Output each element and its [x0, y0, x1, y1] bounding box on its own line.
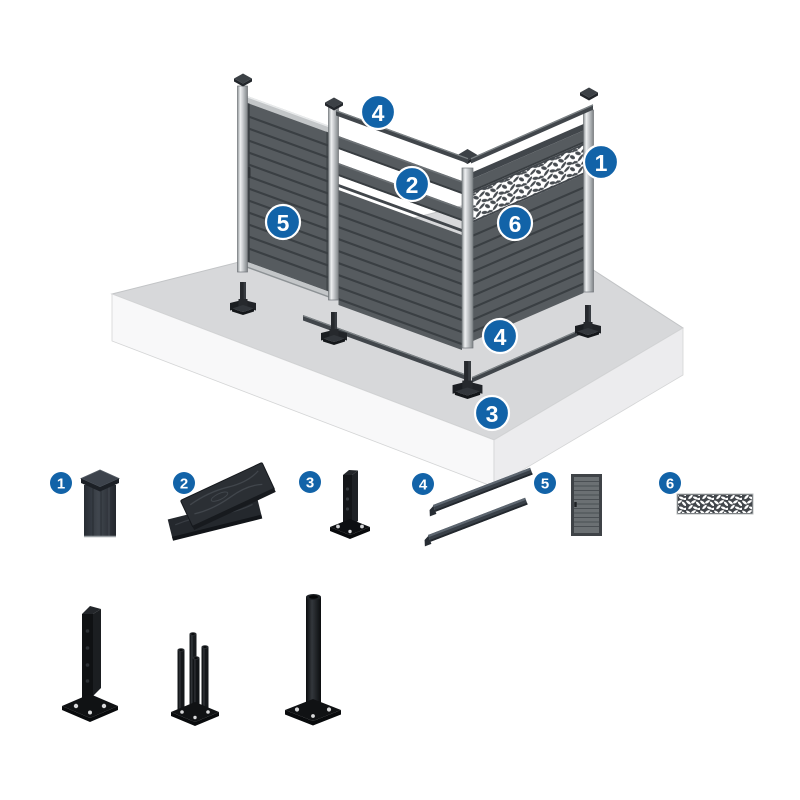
- hardware-round-pole-anchor: [285, 594, 341, 726]
- part-gate: 5: [534, 472, 602, 536]
- svg-text:3: 3: [306, 474, 314, 491]
- bottom-rail-left: [302, 315, 466, 380]
- svg-text:2: 2: [406, 172, 419, 198]
- svg-text:4: 4: [372, 100, 385, 126]
- gate-panel: [247, 96, 329, 298]
- svg-text:4: 4: [494, 324, 507, 350]
- svg-text:2: 2: [180, 475, 188, 492]
- part-boards: 2: [167, 462, 276, 541]
- callout-badge-post: 1: [582, 143, 620, 181]
- callout-badge-base: 3: [473, 394, 511, 432]
- hardware-angle-bracket-anchor: [62, 606, 118, 722]
- part-decorative-panel: 6: [659, 472, 754, 515]
- part-base-bracket: 3: [299, 470, 370, 539]
- top-rail-left: [335, 110, 469, 164]
- middle-panel: [338, 136, 462, 350]
- svg-text:3: 3: [486, 401, 499, 427]
- callout-badge-gate: 5: [264, 203, 302, 241]
- svg-text:4: 4: [419, 476, 428, 493]
- svg-text:1: 1: [595, 150, 608, 176]
- svg-text:5: 5: [277, 210, 290, 236]
- callout-badge-top-rail: 4: [359, 93, 397, 131]
- part-post: 1: [50, 469, 120, 538]
- svg-text:6: 6: [666, 475, 674, 492]
- part-rails: 4: [412, 467, 534, 547]
- hardware-four-spike-anchor: [171, 632, 219, 726]
- callout-badge-decorative: 6: [496, 204, 534, 242]
- svg-text:5: 5: [541, 475, 549, 492]
- callout-badge-bottom-rail: 4: [481, 317, 519, 355]
- top-rail-right: [470, 104, 594, 164]
- bottom-rail-right: [471, 324, 593, 383]
- callout-badge-boards: 2: [393, 165, 431, 203]
- svg-text:6: 6: [509, 211, 522, 237]
- svg-text:1: 1: [57, 475, 65, 492]
